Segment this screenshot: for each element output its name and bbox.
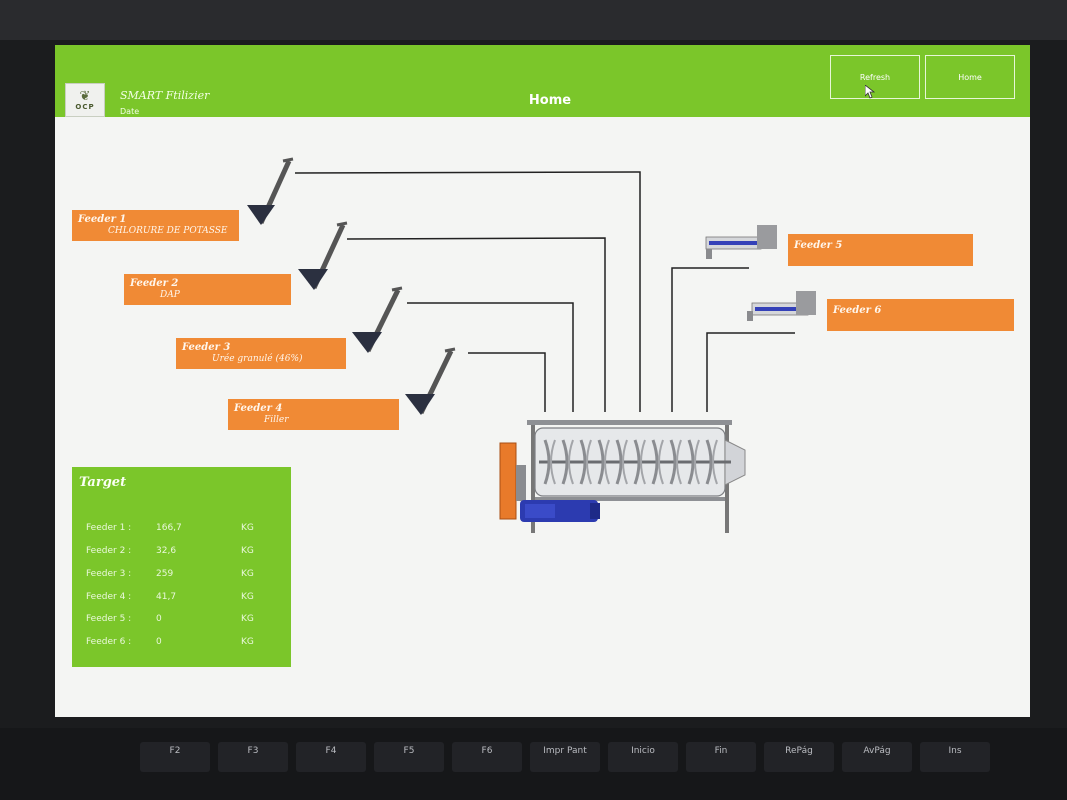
key-repag: RePág (764, 742, 834, 772)
feed-line-4 (468, 352, 546, 412)
target-row-value: 32,6 (156, 546, 177, 556)
target-row-value: 166,7 (156, 523, 182, 533)
target-row-value: 0 (156, 614, 162, 624)
feeder-6-label: Feeder 6 (827, 299, 1014, 331)
feeder-4-material: Filler (264, 415, 289, 425)
target-row: Feeder 6 : 0 KG (86, 637, 286, 651)
key-fin: Fin (686, 742, 756, 772)
feeder-3-name: Feeder 3 (182, 342, 231, 353)
target-panel: Target Feeder 1 : 166,7 KG Feeder 2 : 32… (72, 467, 291, 667)
laptop-keyboard: F2 F3 F4 F5 F6 Impr Pant Inicio Fin RePá… (0, 728, 1067, 800)
horizontal-feeder-5 (705, 225, 777, 259)
page-title: Home (528, 93, 572, 108)
feeder-3-material: Urée granulé (46%) (212, 354, 303, 364)
inclined-feeder-3 (352, 286, 403, 353)
logo-text: OCP (75, 102, 95, 111)
crest-icon: ❦ (79, 88, 91, 104)
feeder-1-material: CHLORURE DE POTASSE (108, 226, 228, 236)
feed-lines (294, 171, 795, 412)
target-row-unit: KG (241, 523, 254, 533)
feeder-2-label: Feeder 2 DAP (124, 274, 291, 305)
feeder-6-name: Feeder 6 (833, 305, 882, 316)
feed-line-2 (346, 237, 606, 412)
feed-line-1 (294, 171, 641, 412)
feeder-5-label: Feeder 5 (788, 234, 973, 266)
target-row-label: Feeder 6 : (86, 637, 132, 647)
date-label: Date (120, 107, 140, 116)
feed-line-3 (407, 302, 574, 412)
key-avpag: AvPág (842, 742, 912, 772)
target-row-value: 259 (156, 569, 174, 579)
feeder-3-label: Feeder 3 Urée granulé (46%) (176, 338, 346, 369)
app-title: SMART Ftilizier (120, 89, 210, 102)
drive-motor (499, 442, 600, 522)
target-row: Feeder 2 : 32,6 KG (86, 546, 286, 560)
process-diagram (247, 157, 816, 533)
feeder-1-label: Feeder 1 CHLORURE DE POTASSE (72, 210, 239, 241)
target-row-label: Feeder 2 : (86, 546, 132, 556)
inclined-feeder-2 (298, 221, 348, 290)
target-row-label: Feeder 4 : (86, 592, 132, 602)
feeder-4-label: Feeder 4 Filler (228, 399, 399, 430)
horizontal-feeder-6 (747, 291, 816, 321)
feed-line-6 (706, 332, 795, 412)
target-row-label: Feeder 5 : (86, 614, 132, 624)
target-row: Feeder 4 : 41,7 KG (86, 592, 286, 606)
key-f6: F6 (452, 742, 522, 772)
feeder-1-name: Feeder 1 (78, 214, 127, 225)
key-inicio: Inicio (608, 742, 678, 772)
target-row: Feeder 3 : 259 KG (86, 569, 286, 583)
feeder-2-name: Feeder 2 (130, 278, 179, 289)
target-row-unit: KG (241, 546, 254, 556)
target-row-label: Feeder 1 : (86, 523, 132, 533)
key-impr-pant: Impr Pant (530, 742, 600, 772)
hmi-screen: ❦ OCP SMART Ftilizier Date Home Refresh … (55, 45, 1030, 717)
feeder-2-material: DAP (160, 290, 180, 300)
key-f5: F5 (374, 742, 444, 772)
header-bar: ❦ OCP SMART Ftilizier Date Home Refresh … (55, 45, 1030, 117)
ocp-logo: ❦ OCP (65, 83, 105, 117)
inclined-feeder-4 (405, 347, 456, 415)
home-button[interactable]: Home (925, 55, 1015, 99)
feeder-4-name: Feeder 4 (234, 403, 283, 414)
target-row-label: Feeder 3 : (86, 569, 132, 579)
feeder-5-name: Feeder 5 (794, 240, 843, 251)
target-row-value: 41,7 (156, 592, 177, 602)
target-row: Feeder 5 : 0 KG (86, 614, 286, 628)
key-f3: F3 (218, 742, 288, 772)
target-row-unit: KG (241, 637, 254, 647)
refresh-button[interactable]: Refresh (830, 55, 920, 99)
inclined-feeder-1 (247, 157, 294, 225)
feed-line-5 (671, 267, 749, 412)
key-f4: F4 (296, 742, 366, 772)
target-row-value: 0 (156, 637, 162, 647)
mouse-cursor-icon (865, 85, 875, 99)
target-row-unit: KG (241, 592, 254, 602)
device-bezel (0, 0, 1067, 40)
key-f2: F2 (140, 742, 210, 772)
target-title: Target (79, 475, 127, 490)
ribbon-mixer (527, 420, 746, 533)
target-row: Feeder 1 : 166,7 KG (86, 523, 286, 537)
key-ins: Ins (920, 742, 990, 772)
target-row-unit: KG (241, 614, 254, 624)
target-row-unit: KG (241, 569, 254, 579)
